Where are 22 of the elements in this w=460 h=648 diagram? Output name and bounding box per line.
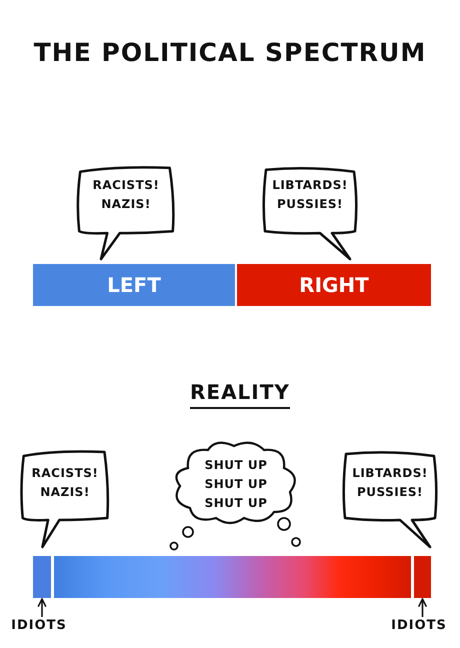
bar-segment [414,556,431,598]
left-bar [33,264,235,306]
gradient-bar [54,556,411,598]
annotation: IDIOTS [10,618,68,638]
title: THE POLITICAL SPECTRUM [32,38,428,67]
speech-bubble [340,448,440,548]
thought-text: SHUT UP SHUT UP SHUT UP [204,457,268,512]
bar-label: LEFT [106,273,162,297]
speech-text: RACISTS! NAZIS! [92,177,160,213]
speech-bubble [260,164,360,260]
speech-text: LIBTARDS! PUSSIES! [271,177,349,213]
bar-segment [33,556,51,598]
thought-cloud [168,440,304,552]
arrow [418,598,428,617]
speech-text: LIBTARDS! PUSSIES! [351,465,429,501]
speech-text: RACISTS! NAZIS! [30,465,100,501]
right-bar [237,264,431,306]
heading: REALITY [190,380,290,409]
annotation: IDIOTS [390,618,448,638]
speech-bubble [18,448,112,548]
bar-label: RIGHT [298,273,370,297]
arrow [37,598,47,617]
